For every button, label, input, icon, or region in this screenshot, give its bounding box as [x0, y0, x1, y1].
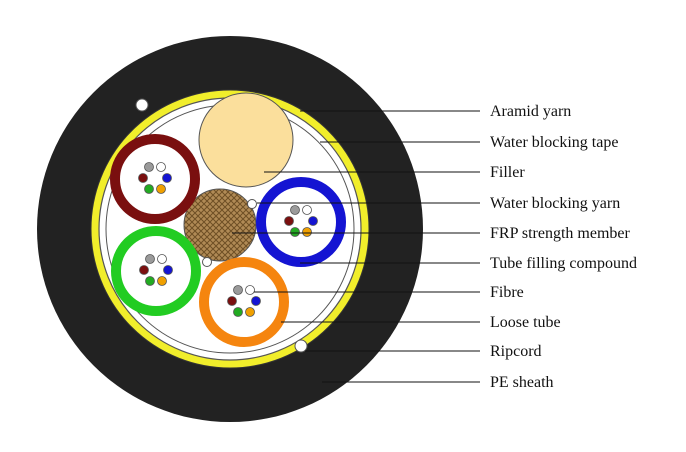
fibre: [157, 276, 167, 286]
fibre: [162, 173, 172, 183]
fibre: [284, 216, 294, 226]
fibre: [139, 265, 149, 275]
fibre: [308, 216, 318, 226]
fibre: [245, 307, 255, 317]
fibre: [145, 254, 155, 264]
fibre: [163, 265, 173, 275]
fibre: [233, 307, 243, 317]
label-water-blocking-tape: Water blocking tape: [490, 134, 618, 151]
fibre: [251, 296, 261, 306]
fibre: [227, 296, 237, 306]
label-pe-sheath: PE sheath: [490, 374, 554, 391]
label-aramid-yarn: Aramid yarn: [490, 103, 571, 120]
loose-tube-green: [111, 226, 201, 316]
fibre: [144, 162, 154, 172]
fibre: [233, 285, 243, 295]
fibre: [245, 285, 255, 295]
filler: [198, 92, 294, 188]
fibre: [302, 205, 312, 215]
ripcord: [294, 339, 308, 353]
fibre: [145, 276, 155, 286]
loose-tube-blue: [256, 177, 346, 267]
fibres-group: [138, 162, 318, 317]
loose-tube-orange: [199, 257, 289, 347]
label-water-blocking-yarn: Water blocking yarn: [490, 195, 620, 212]
water-blocking-yarn: [202, 257, 212, 267]
fibre: [144, 184, 154, 194]
loose-tube-brown: [110, 134, 200, 224]
fibre: [290, 227, 300, 237]
ripcord: [135, 98, 149, 112]
label-fibre: Fibre: [490, 284, 524, 301]
fibre: [157, 254, 167, 264]
label-filler: Filler: [490, 164, 525, 181]
water-blocking-yarn: [247, 199, 257, 209]
frp-strength-member: [183, 188, 257, 262]
fibre: [138, 173, 148, 183]
fibre: [156, 162, 166, 172]
fibre: [290, 205, 300, 215]
label-frp-strength-member: FRP strength member: [490, 225, 631, 242]
label-loose-tube: Loose tube: [490, 314, 561, 331]
label-ripcord: Ripcord: [490, 343, 542, 360]
fibre: [156, 184, 166, 194]
label-tube-filling-compound: Tube filling compound: [490, 255, 637, 272]
fibre: [302, 227, 312, 237]
